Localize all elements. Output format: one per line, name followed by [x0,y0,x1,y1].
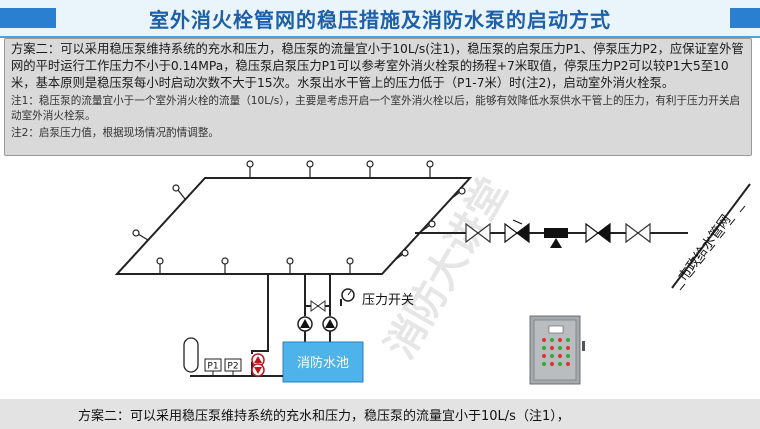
gauge-p1-label: P1 [207,362,218,372]
hydrant-row [132,160,466,274]
check-valve-icon [585,222,611,244]
footer-caption: 方案二：可以采用稳压泵维持系统的充水和压力，稳压泵的流量宜小于10L/s（注1）… [0,399,760,429]
fire-pump-icon [322,316,338,332]
hydrant-icon [421,220,436,232]
hydrant-icon [306,160,314,178]
title-accent-left [0,8,56,28]
gate-valve-icon [465,222,491,244]
notes-box: 方案二：可以采用稳压泵维持系统的充水和压力，稳压泵的流量宜小于10L/s(注1)… [4,38,752,156]
hydrant-icon [221,257,229,274]
municipal-label: 市政给水管网 [675,212,734,285]
hydrant-icon [426,160,434,178]
pipe-network-diagram: 消防大讲堂 [114,160,751,385]
watermark: 消防大讲堂 [377,170,517,366]
pool-label: 消防水池 [297,355,349,371]
gauge-p2-label: P2 [227,362,238,372]
municipal-main [671,183,751,291]
note-1: 注1：稳压泵的流量宜小于一个室外消火栓的流量（10L/s），主要是考虑开启一个室… [11,95,741,122]
title-bar: 室外消火栓管网的稳压措施及消防水泵的启动方式 [0,0,760,38]
hydrant-icon [286,257,294,274]
scheme-description: 方案二：可以采用稳压泵维持系统的充水和压力，稳压泵的流量宜小于10L/s(注1)… [11,42,744,90]
hydrant-icon [172,184,186,200]
fire-water-pool [282,341,364,383]
fire-pump-icon [297,316,313,332]
note-2: 注2：启泵压力值，根据现场情况酌情调整。 [11,127,220,139]
control-cabinet [529,315,585,385]
backflow-preventer-icon [544,228,568,248]
hydrant-icon [156,257,164,274]
bypass-valve-icon [310,300,326,312]
hydrant-icon [366,160,374,178]
page-title: 室外消火栓管网的稳压措施及消防水泵的启动方式 [149,7,611,32]
hydrant-icon [451,187,466,199]
hydrant-icon [246,160,254,178]
title-accent-right [730,8,760,28]
check-valve-icon [504,219,530,244]
pressure-switch-label: 压力开关 [362,293,414,308]
jockey-pump-icon [251,363,265,377]
hydrant-icon [346,257,354,274]
fire-hydrant-loop [114,177,473,275]
gate-valve-icon [625,222,651,244]
hydrant-icon [132,229,149,241]
pressure-tank [183,337,199,373]
hydrant-icon [394,249,409,261]
